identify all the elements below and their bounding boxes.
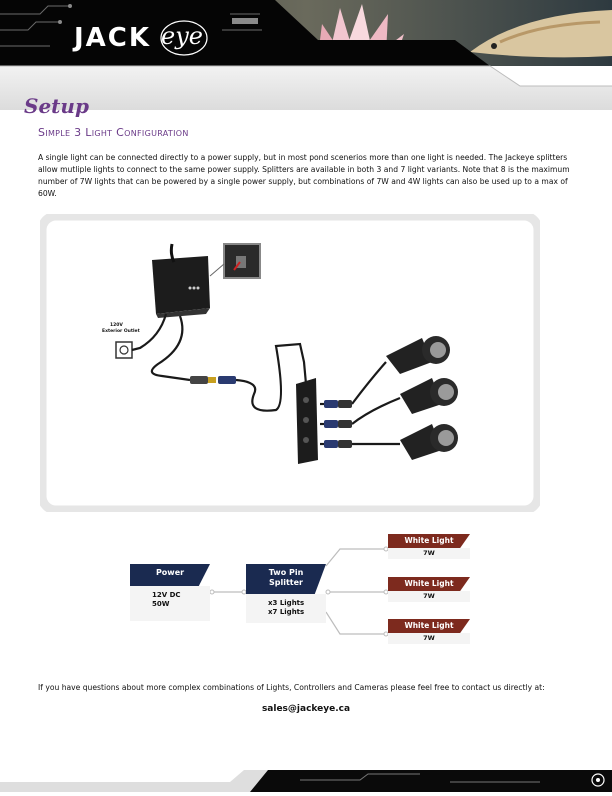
power-block: Power 12V DC 50W: [130, 564, 210, 621]
light-block-watt: 7W: [388, 591, 470, 602]
closing-paragraph: If you have questions about more complex…: [38, 682, 570, 694]
outlet-icon: [116, 342, 132, 358]
white-light-block-1: White Light 7W: [388, 534, 470, 559]
logo-text-eye: eye: [161, 22, 203, 50]
contact-email-link[interactable]: sales@jackeye.ca: [0, 704, 612, 714]
splitter-block-title: Two Pin Splitter: [246, 564, 326, 594]
white-light-block-3: White Light 7W: [388, 619, 470, 644]
splitter-option-3: x3 Lights: [268, 599, 326, 608]
page-footer: [0, 760, 612, 792]
splitter-icon: [296, 378, 318, 464]
light-block-title: White Light: [388, 619, 470, 633]
connector-inset-icon: [224, 244, 260, 278]
logo-text-jack: JACK: [74, 23, 151, 53]
power-block-specs: 12V DC 50W: [130, 586, 210, 621]
outlet-label-type: Exterior Outlet: [102, 328, 141, 334]
power-wattage: 50W: [152, 600, 210, 609]
light-block-title: White Light: [388, 534, 470, 548]
wiring-diagram: 120V Exterior Outlet: [40, 214, 540, 512]
outlet-label-voltage: 120V: [110, 322, 123, 328]
power-block-title: Power: [130, 564, 210, 586]
logo-eye-mark: eye: [157, 18, 211, 58]
white-light-block-2: White Light 7W: [388, 577, 470, 602]
light-block-watt: 7W: [388, 548, 470, 559]
light-block-watt: 7W: [388, 633, 470, 644]
intro-paragraph: A single light can be connected directly…: [38, 152, 570, 200]
page-header: JACK eye: [0, 0, 612, 110]
splitter-block-specs: x3 Lights x7 Lights: [246, 594, 326, 623]
footer-banner: [0, 760, 612, 792]
splitter-block: Two Pin Splitter x3 Lights x7 Lights: [246, 564, 326, 623]
wiring-illustration: 120V Exterior Outlet: [40, 214, 540, 512]
power-voltage: 12V DC: [152, 591, 210, 600]
splitter-title-line1: Two Pin: [246, 568, 326, 578]
page-title: Setup: [24, 94, 89, 118]
brand-logo: JACK eye: [74, 18, 211, 58]
section-title: Simple 3 Light Configuration: [38, 126, 189, 139]
splitter-title-line2: Splitter: [246, 578, 326, 588]
light-block-title: White Light: [388, 577, 470, 591]
splitter-option-7: x7 Lights: [268, 608, 326, 617]
